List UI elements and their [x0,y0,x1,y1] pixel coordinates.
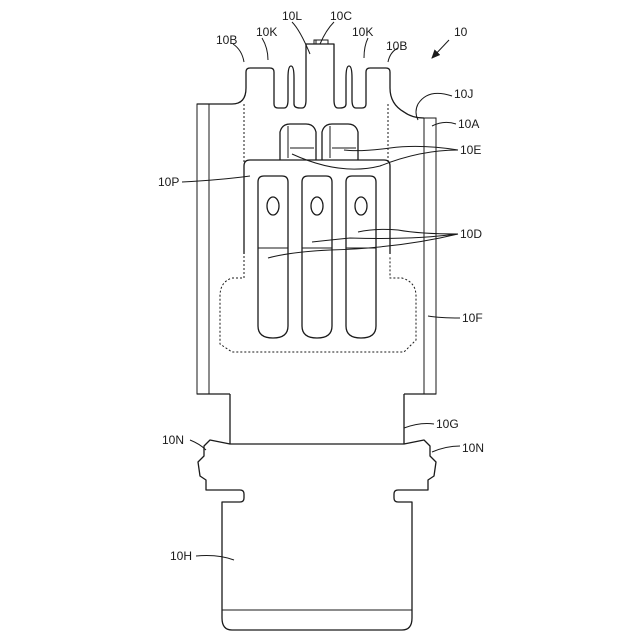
blades-10D [258,176,376,338]
label-10F: 10F [462,311,483,325]
label-10N-left: 10N [162,433,184,447]
label-10K-right: 10K [352,25,373,39]
body-10H [222,502,412,610]
label-10J: 10J [454,87,473,101]
label-10E: 10E [460,143,481,157]
terminals-10E [280,124,358,160]
reference-labels: 10 10B 10B 10K 10K 10L 10C 10J 10A 10E 1… [158,9,484,563]
housing-left-wall [197,104,209,394]
label-10D: 10D [460,227,482,241]
label-10P: 10P [158,175,179,189]
label-10N-right: 10N [462,441,484,455]
label-10A: 10A [458,117,479,131]
label-10B-right: 10B [386,39,407,53]
housing-right-wall [424,118,436,394]
leader-lines [182,22,460,560]
label-10H: 10H [170,549,192,563]
label-assembly: 10 [454,25,468,39]
neck-10G [230,394,404,444]
plate-10P [244,160,390,254]
label-10K-left: 10K [256,25,277,39]
label-10G: 10G [436,417,459,431]
label-10L: 10L [282,9,302,23]
label-10C: 10C [330,9,352,23]
flange-10N [198,440,436,630]
label-10B-left: 10B [216,33,237,47]
